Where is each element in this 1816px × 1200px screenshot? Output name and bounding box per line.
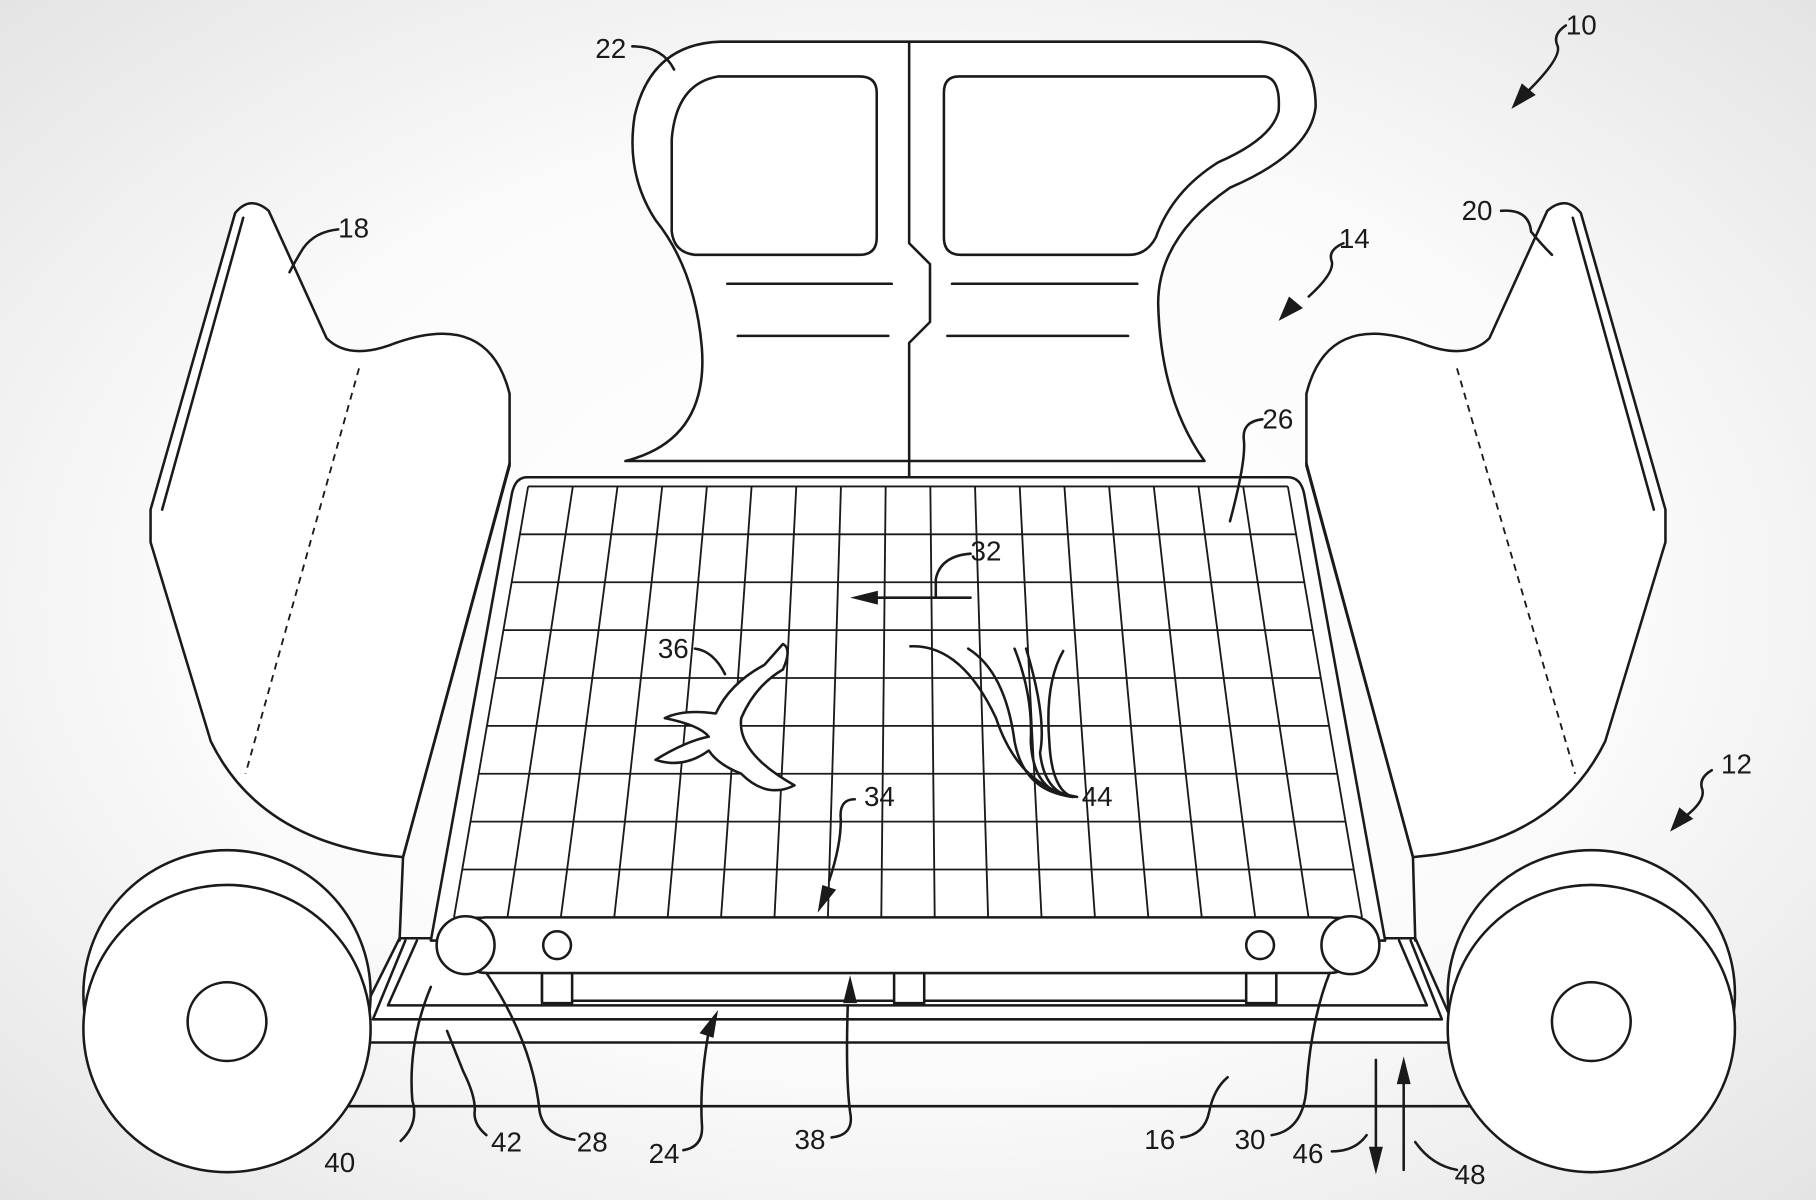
grid-column-line bbox=[1108, 486, 1150, 918]
grid-column-line bbox=[613, 486, 664, 918]
label-12: 12 bbox=[1721, 749, 1752, 780]
leader-lines bbox=[288, 24, 1714, 1175]
label-42: 42 bbox=[491, 1126, 522, 1157]
left-wheel bbox=[82, 848, 372, 1174]
left-side-panel bbox=[149, 202, 511, 859]
roller-28 bbox=[435, 914, 496, 976]
label-18: 18 bbox=[338, 212, 369, 243]
label-26: 26 bbox=[1262, 404, 1293, 435]
grid-column-line bbox=[1018, 486, 1043, 918]
reference-numerals: 10 22 18 20 14 26 32 36 44 34 12 40 42 2… bbox=[324, 10, 1752, 1190]
conveyor-belt bbox=[435, 914, 1381, 1005]
right-side-panel bbox=[1305, 202, 1667, 859]
label-46: 46 bbox=[1293, 1138, 1324, 1169]
grid-column-line bbox=[506, 486, 574, 918]
label-22: 22 bbox=[595, 33, 626, 64]
label-38: 38 bbox=[795, 1124, 826, 1155]
seat-back bbox=[624, 40, 1317, 940]
grid-column-line bbox=[559, 486, 619, 918]
grid-column-line bbox=[773, 486, 798, 918]
grid-edge bbox=[453, 486, 530, 918]
label-36: 36 bbox=[658, 633, 689, 664]
label-24: 24 bbox=[649, 1138, 680, 1169]
label-14: 14 bbox=[1339, 223, 1370, 254]
label-28: 28 bbox=[577, 1126, 608, 1157]
label-20: 20 bbox=[1462, 195, 1493, 226]
banana-peel bbox=[654, 642, 796, 792]
grid-column-line bbox=[1197, 486, 1257, 918]
roller-30 bbox=[1320, 914, 1381, 976]
right-wheel bbox=[1446, 848, 1737, 1174]
label-44: 44 bbox=[1082, 781, 1113, 812]
grid-column-line bbox=[826, 486, 842, 918]
label-40: 40 bbox=[324, 1147, 355, 1178]
label-10: 10 bbox=[1566, 10, 1597, 41]
label-48: 48 bbox=[1455, 1159, 1486, 1190]
label-34: 34 bbox=[864, 781, 895, 812]
label-32: 32 bbox=[971, 536, 1002, 567]
label-30: 30 bbox=[1235, 1124, 1266, 1155]
grid-column-line bbox=[1063, 486, 1096, 918]
grid-column-line bbox=[880, 486, 887, 918]
grid-edge bbox=[1286, 486, 1363, 918]
label-16: 16 bbox=[1144, 1124, 1175, 1155]
grid-column-line bbox=[666, 486, 708, 918]
grid-column-line bbox=[929, 486, 936, 918]
grid-column-line bbox=[1152, 486, 1203, 918]
grid-column-line bbox=[1242, 486, 1310, 918]
grid-column-line bbox=[974, 486, 990, 918]
